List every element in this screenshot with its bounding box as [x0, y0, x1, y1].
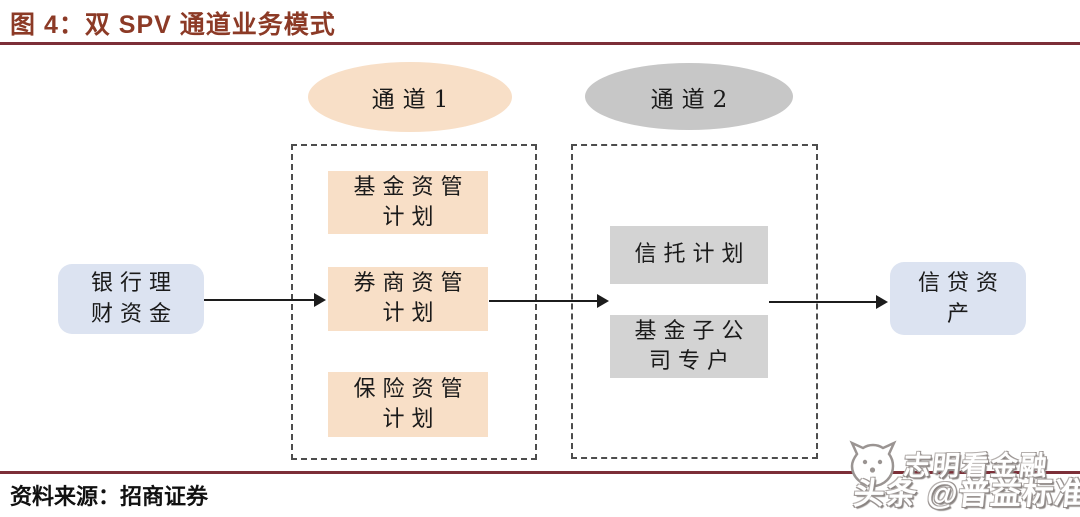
header-divider-line: [0, 42, 1080, 45]
arrow-head-icon: [597, 294, 609, 308]
channel1-ellipse-label: 通道1: [308, 62, 512, 132]
figure-title: 图 4：双 SPV 通道业务模式: [10, 11, 336, 39]
node-credit-assets: 信贷资 产: [890, 262, 1026, 335]
arrow-shaft: [204, 299, 317, 301]
arrow-shaft: [769, 301, 879, 303]
arrow-shaft: [489, 300, 600, 302]
node-bank-wealth-funds: 银行理 财资金: [58, 264, 204, 334]
watermark: 志明看金融 头条 @普益标准: [840, 438, 1080, 513]
node-broker-asset-mgmt-plan: 券商资管 计划: [328, 267, 488, 331]
data-source-caption: 资料来源：招商证券: [10, 484, 209, 509]
channel1-dashed-container: [291, 144, 537, 460]
channel2-ellipse-label: 通道2: [585, 63, 793, 130]
arrow-head-icon: [876, 295, 888, 309]
node-insurance-asset-mgmt-plan: 保险资管 计划: [328, 372, 488, 437]
footer-divider-line: [0, 471, 1080, 474]
node-fund-subsidiary-account: 基金子公 司专户: [610, 315, 768, 378]
watermark-handle-text: 头条 @普益标准: [851, 476, 1080, 511]
cat-logo-icon: [849, 440, 897, 488]
node-trust-plan: 信托计划: [610, 226, 768, 284]
arrow-head-icon: [314, 293, 326, 307]
node-fund-asset-mgmt-plan: 基金资管 计划: [328, 171, 488, 234]
